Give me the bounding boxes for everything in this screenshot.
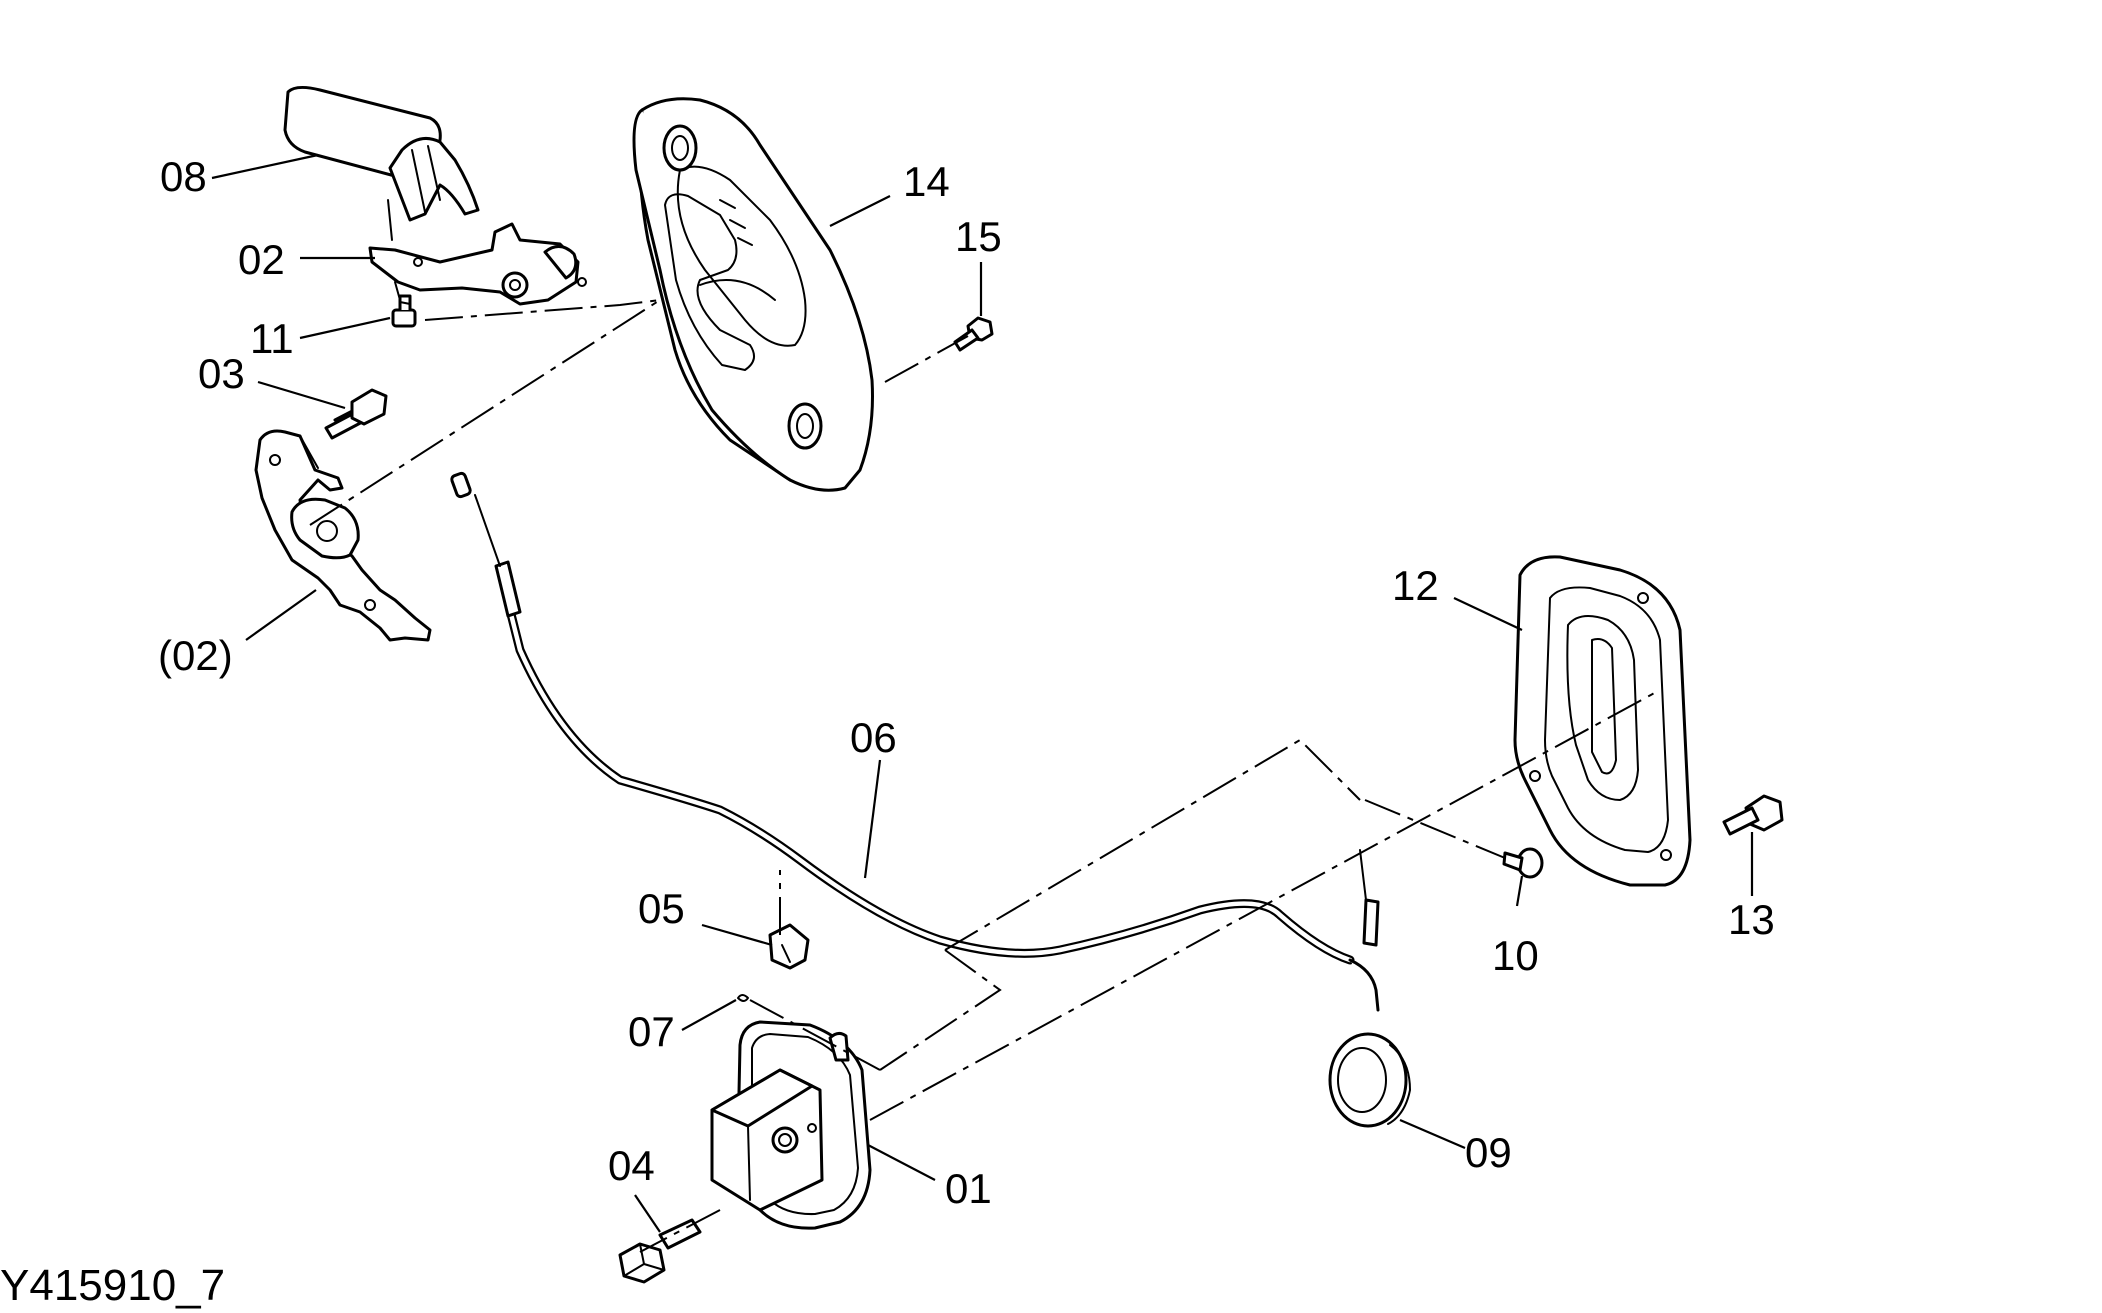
drawing-id: Y415910_7	[0, 1261, 225, 1310]
callout-04: 04	[608, 1142, 655, 1189]
leader-04	[634, 1194, 661, 1233]
callout-06: 06	[850, 714, 897, 761]
callout-01: 01	[945, 1165, 992, 1212]
callout-02: 02	[238, 236, 285, 283]
callout-11: 11	[250, 315, 294, 362]
callout-13: 13	[1728, 896, 1775, 943]
callout-03: 03	[198, 350, 245, 397]
callout-14: 14	[903, 158, 950, 205]
part-05-clip	[768, 923, 810, 970]
leader-11	[299, 316, 391, 340]
part-04-bolt	[618, 1218, 702, 1284]
part-07-pin	[737, 994, 749, 1002]
callout-labels: 08 02 11 03 (02) 14 15 06 05 07 04 01 09…	[158, 153, 1775, 1212]
part-10-push-pin	[1502, 847, 1544, 879]
leader-lines	[211, 153, 1754, 1233]
part-13-bolt	[1722, 794, 1784, 836]
callout-02b: (02)	[158, 632, 233, 679]
callout-09: 09	[1465, 1129, 1512, 1176]
leader-10	[1515, 875, 1524, 907]
leader-12	[1453, 597, 1523, 631]
part-03-bolt	[324, 388, 388, 440]
callout-07: 07	[628, 1008, 675, 1055]
part-08-handle-grip	[283, 85, 480, 241]
part-02-lever-bracket	[368, 222, 587, 306]
callout-08: 08	[160, 153, 207, 200]
leader-01	[867, 1144, 936, 1181]
callout-15: 15	[955, 213, 1002, 260]
part-12-cover-plate	[1513, 555, 1692, 887]
part-01-latch	[710, 1020, 872, 1230]
part-15-screw	[953, 316, 994, 352]
part-14-housing	[632, 97, 874, 492]
leader-14	[829, 195, 891, 227]
leader-08	[211, 153, 319, 180]
leader-07	[681, 999, 737, 1031]
part-11-screw	[391, 294, 417, 328]
callout-10: 10	[1492, 932, 1539, 979]
leader-05	[701, 923, 773, 947]
callout-12: 12	[1392, 562, 1439, 609]
leader-03	[257, 380, 346, 410]
leader-02b	[245, 589, 317, 641]
callout-05: 05	[638, 885, 685, 932]
leader-06	[863, 759, 882, 879]
part-06-cable	[450, 471, 1380, 1012]
leader-09	[1399, 1118, 1466, 1150]
part-02-lower-bracket-plate	[254, 429, 432, 642]
part-09-grommet	[1328, 1032, 1411, 1128]
alignment-lines	[309, 299, 1661, 1253]
